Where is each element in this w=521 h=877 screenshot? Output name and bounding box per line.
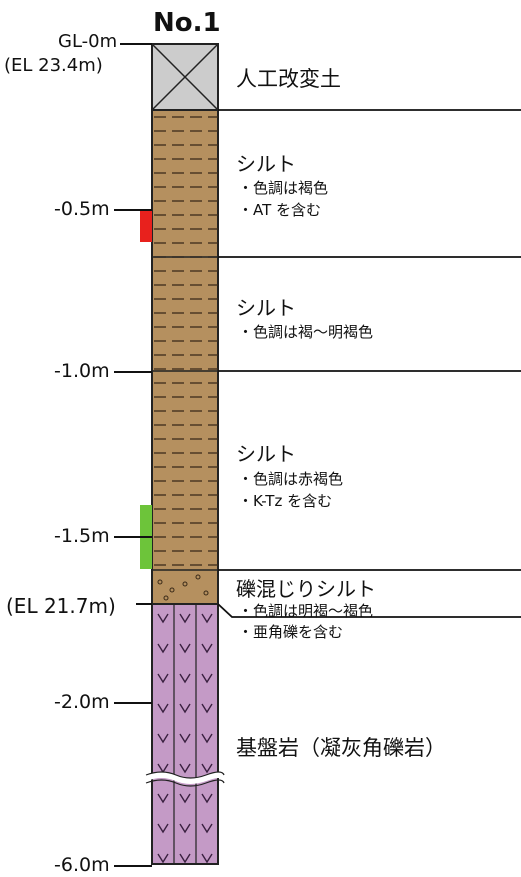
layer-name-gravelly-silt: 礫混じりシルト bbox=[236, 577, 376, 601]
layer-note-silt-3-b: ・K-Tz を含む bbox=[238, 492, 333, 510]
depth-label-1-5m: -1.5m bbox=[54, 525, 110, 547]
layer-name-silt-1: シルト bbox=[236, 152, 296, 176]
borehole-title: No.1 bbox=[153, 8, 221, 38]
layer-name-silt-2: シルト bbox=[236, 296, 296, 320]
sample-marker-red bbox=[140, 210, 152, 242]
depth-label-2-0m: -2.0m bbox=[54, 691, 110, 713]
gravel-marks bbox=[157, 574, 209, 601]
depth-label-0-5m: -0.5m bbox=[54, 198, 110, 220]
layer-note-silt-1-a: ・色調は褐色 bbox=[238, 179, 329, 197]
layer-name-fill: 人工改変土 bbox=[236, 67, 341, 91]
layer-note-gravelly-silt-a: ・色調は明褐～褐色 bbox=[238, 602, 374, 620]
base-elevation-label: (EL 21.7m) bbox=[6, 594, 116, 618]
layer-note-gravelly-silt-b: ・亜角礫を含む bbox=[238, 623, 344, 641]
surface-elevation-label: (EL 23.4m) bbox=[4, 55, 103, 76]
layer-note-silt-3-a: ・色調は赤褐色 bbox=[238, 470, 344, 488]
layer-name-bedrock: 基盤岩（凝灰角礫岩） bbox=[236, 736, 446, 760]
depth-label-6-0m: -6.0m bbox=[54, 854, 110, 876]
layer-note-silt-1-b: ・AT を含む bbox=[238, 201, 322, 219]
layer-note-silt-2-a: ・色調は褐～明褐色 bbox=[238, 323, 374, 341]
layer-name-silt-3: シルト bbox=[236, 442, 296, 466]
depth-label-1-0m: -1.0m bbox=[54, 360, 110, 382]
ground-level-label: GL-0m bbox=[58, 31, 118, 52]
